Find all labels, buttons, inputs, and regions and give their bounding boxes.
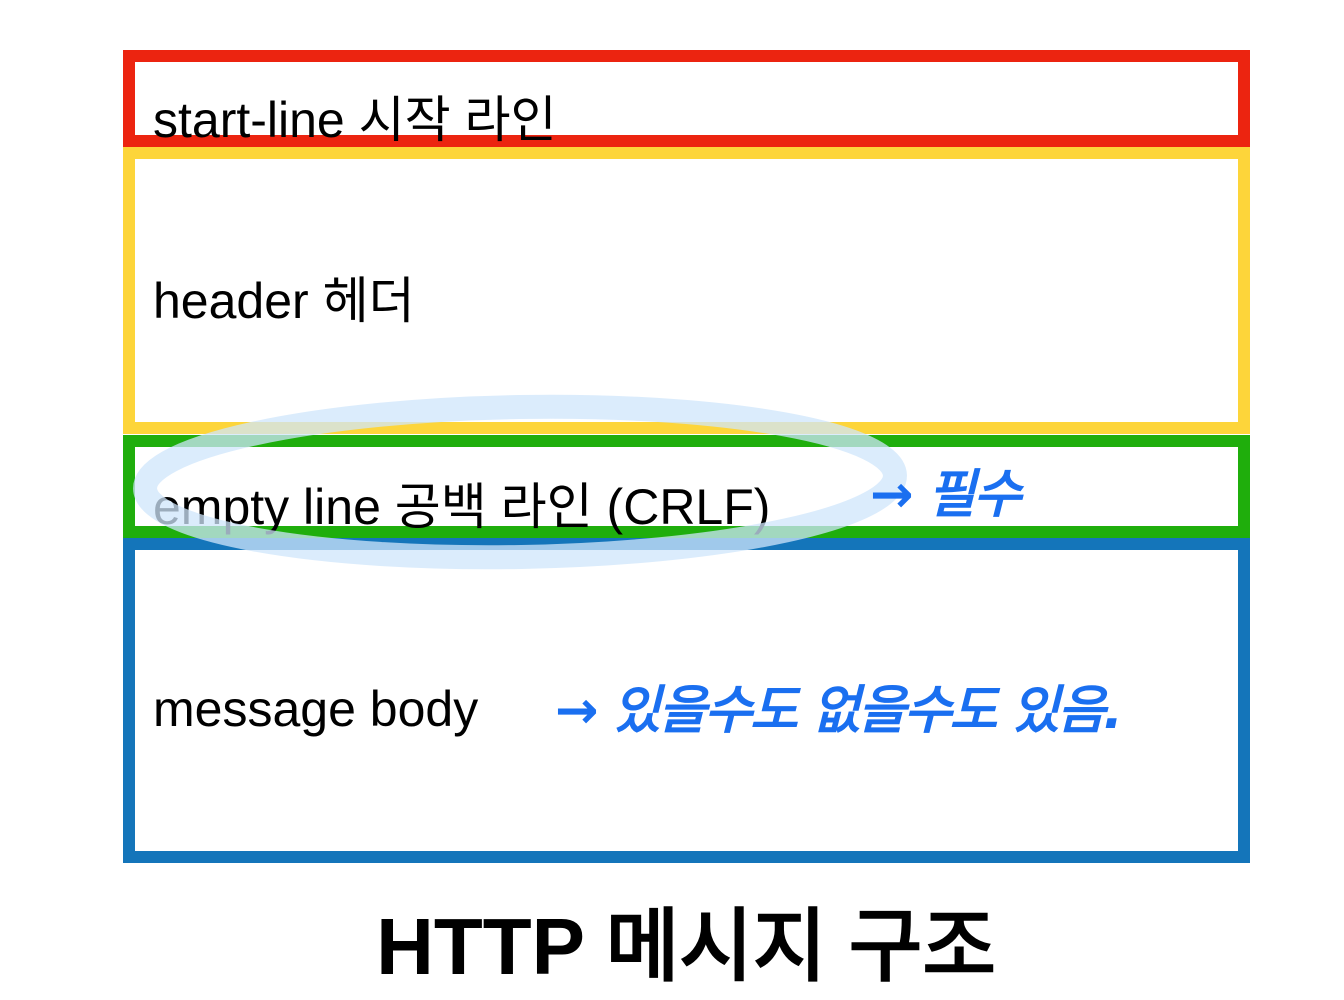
empty-line-box: empty line 공백 라인 (CRLF) xyxy=(123,435,1250,538)
optional-body-note: → 있을수도 없을수도 있음. xyxy=(555,681,1123,741)
header-box: header 헤더 xyxy=(123,147,1250,434)
message-body-label: message body xyxy=(153,681,479,737)
header-label: header 헤더 xyxy=(153,273,415,329)
start-line-label: start-line 시작 라인 xyxy=(153,92,557,148)
required-note: → 필수 xyxy=(870,465,1021,525)
diagram-title: HTTP 메시지 구조 xyxy=(376,902,996,991)
empty-line-label: empty line 공백 라인 (CRLF) xyxy=(153,479,771,535)
start-line-box: start-line 시작 라인 xyxy=(123,50,1250,148)
